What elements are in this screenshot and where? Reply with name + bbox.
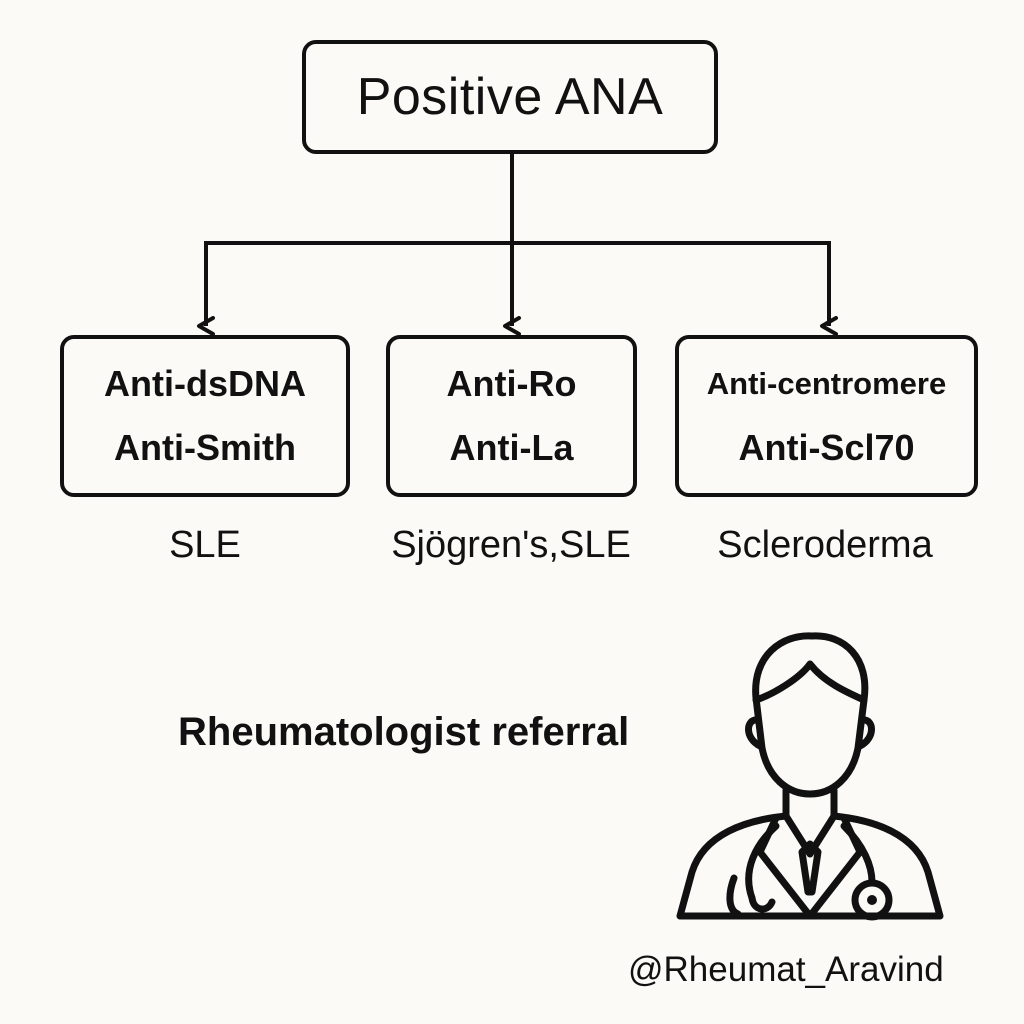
diagnosis-label-1: SLE — [169, 524, 241, 566]
antibody-label: Anti-centromere — [706, 366, 947, 401]
doctor-with-stethoscope-icon — [676, 632, 944, 921]
referral-label: Rheumatologist referral — [178, 710, 630, 754]
root-label: Positive ANA — [356, 68, 664, 126]
antibody-box-1: Anti-dsDNA Anti-Smith — [60, 335, 350, 497]
antibody-label: Anti-Scl70 — [738, 427, 915, 468]
diagnosis-label-3: Scleroderma — [717, 524, 933, 566]
diagnosis-label-2: Sjögren's,SLE — [391, 524, 631, 566]
antibody-box-2: Anti-Ro Anti-La — [386, 335, 637, 497]
antibody-label: Anti-dsDNA — [104, 363, 306, 404]
author-handle: @Rheumat_Aravind — [628, 950, 944, 989]
antibody-box-3: Anti-centromere Anti-Scl70 — [675, 335, 978, 497]
root-box: Positive ANA — [302, 40, 718, 154]
antibody-label: Anti-Smith — [114, 427, 296, 468]
antibody-label: Anti-La — [449, 427, 574, 468]
antibody-label: Anti-Ro — [446, 363, 577, 404]
